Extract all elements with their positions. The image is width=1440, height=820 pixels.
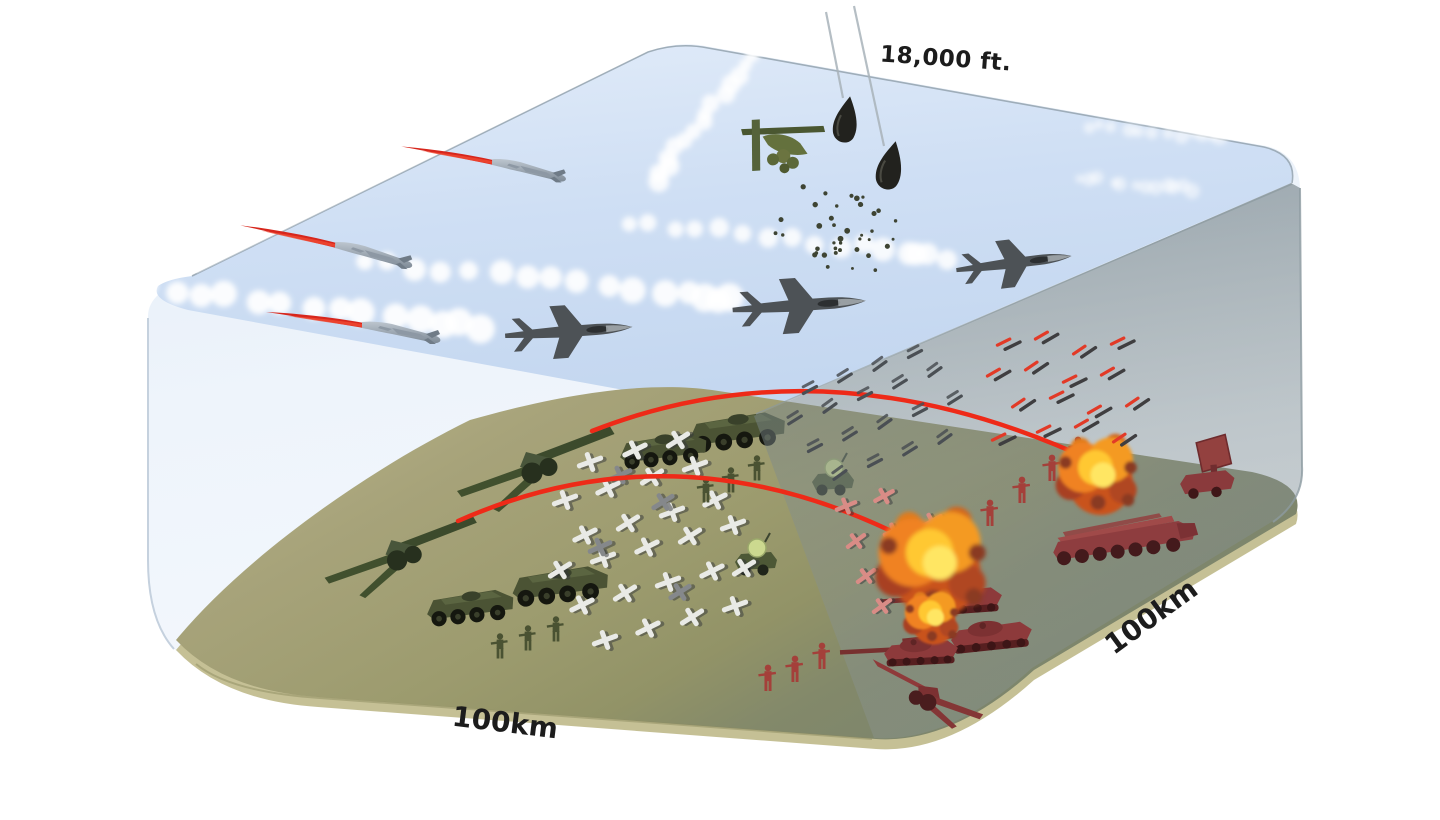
contrail [621, 214, 958, 270]
air-forces [79, 5, 1229, 482]
bomb-trail-line [824, 11, 845, 99]
contrail [1075, 170, 1200, 199]
trajectory-arc [455, 473, 935, 555]
contrail [1083, 119, 1229, 145]
contrail [648, 36, 767, 193]
artillery-trajectories [455, 388, 1098, 555]
drone-swarm-specks [773, 184, 898, 272]
trajectory-arc [589, 388, 1098, 465]
contrail [356, 252, 744, 314]
bomb-trail-line [852, 5, 886, 147]
box-edges [147, 44, 1304, 740]
